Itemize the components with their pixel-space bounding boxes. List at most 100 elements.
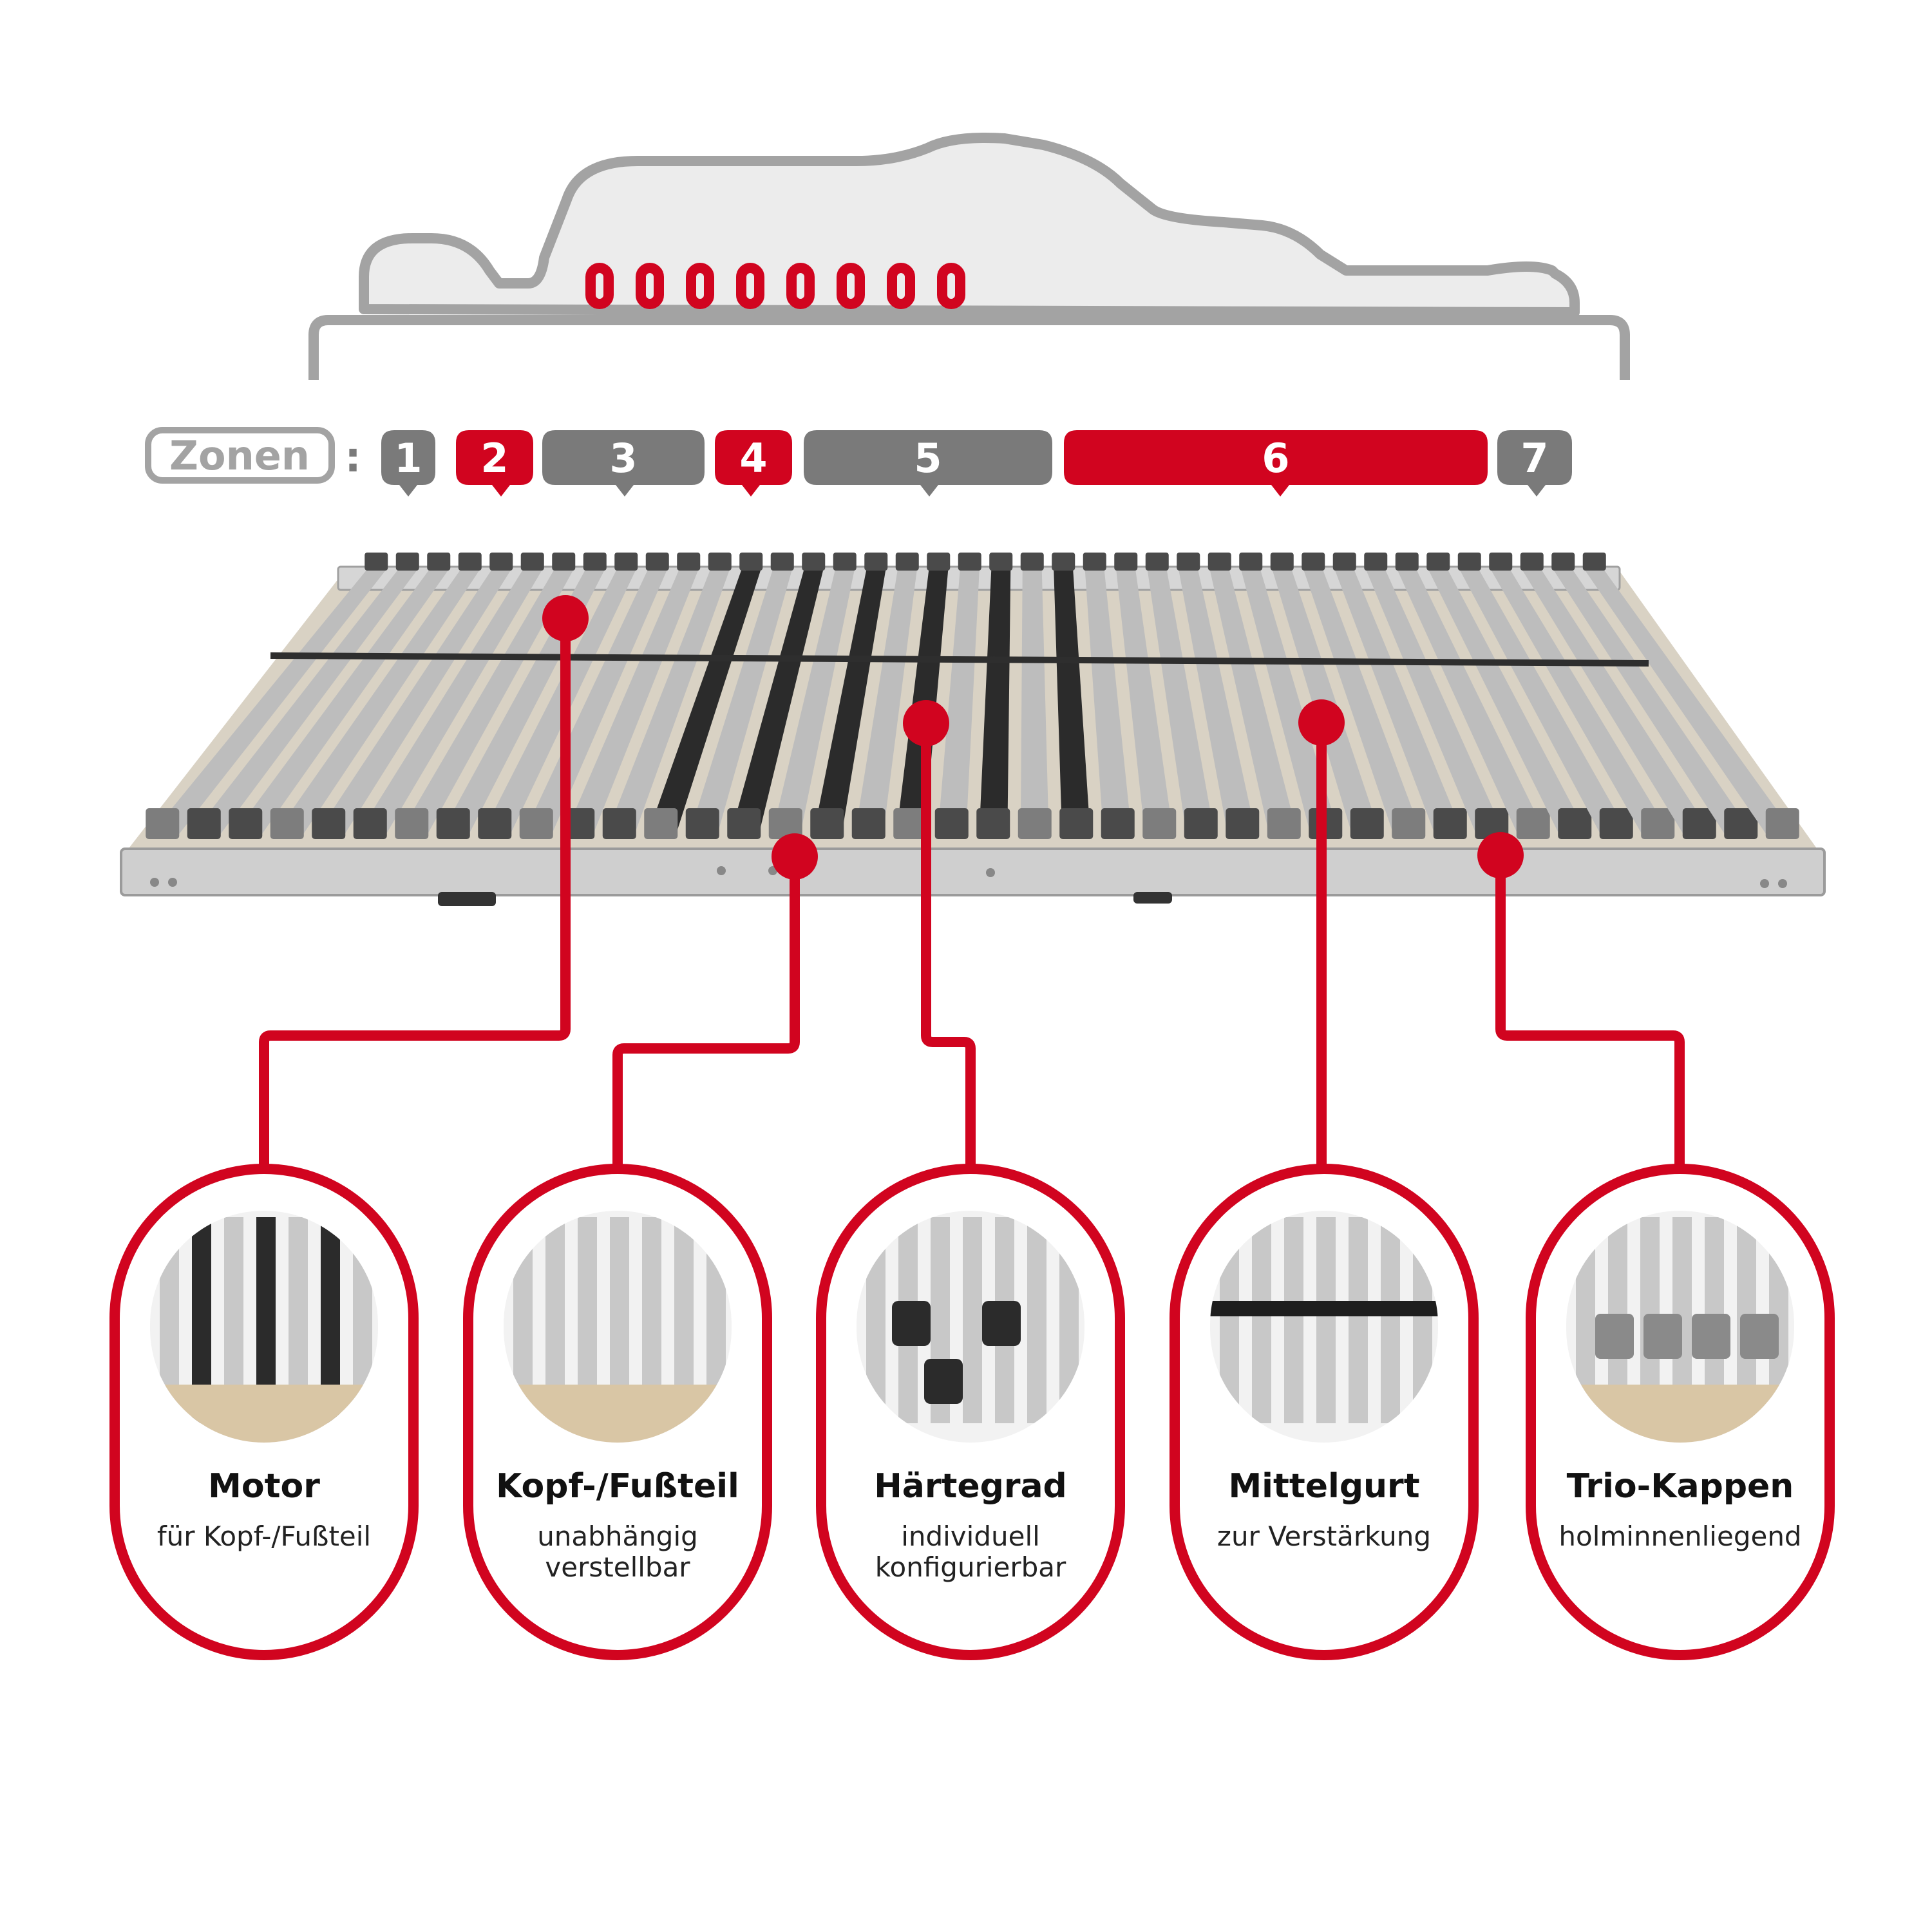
zone-2: 2 (456, 430, 533, 497)
slat (1147, 570, 1215, 837)
zone-7: 7 (1497, 430, 1572, 497)
slat (1116, 570, 1174, 837)
slat-cap-bottom (478, 808, 512, 839)
slat-cap-bottom (353, 808, 387, 839)
body-silhouette-icon (359, 133, 1580, 317)
zone-4-label: 4 (739, 435, 767, 482)
slat-cap-bottom (976, 808, 1010, 839)
slat-cap-top (1145, 553, 1169, 571)
slat-cap-top (1020, 553, 1044, 571)
slat-cap-top (677, 553, 701, 571)
feature-desc-line: verstellbar (545, 1551, 690, 1583)
zone-2-label: 2 (480, 435, 508, 482)
zone-5-tab (804, 430, 1052, 497)
slat-cap-bottom (768, 808, 802, 839)
pressure-marker-icon (736, 263, 764, 309)
feature-desc-line: individuell (901, 1520, 1040, 1552)
callout-lines (259, 618, 1685, 1169)
zone-5-label: 5 (914, 435, 942, 482)
feature-title: Trio-Kappen (1567, 1467, 1794, 1506)
slat-cap-top (1582, 553, 1606, 571)
slat-cap-bottom (893, 808, 927, 839)
slat-cap-top (1332, 553, 1356, 571)
slat-cap-top (365, 553, 388, 571)
slat-cap-bottom (810, 808, 844, 839)
slat (1491, 570, 1672, 837)
slat (1584, 570, 1797, 837)
slat-cap-top (833, 553, 857, 571)
slat-cap-bottom (934, 808, 969, 839)
zone-3-label: 3 (609, 435, 637, 482)
slat-cap-bottom (727, 808, 761, 839)
slat-cap-top (520, 553, 544, 571)
slat-cap-bottom (644, 808, 678, 839)
slat-cap-top (552, 553, 576, 571)
slat (1020, 570, 1049, 837)
slat (647, 570, 761, 837)
center-strap (270, 652, 1649, 667)
zone-1-tab (381, 430, 435, 497)
pressure-marker-icon (585, 263, 614, 309)
slat (272, 570, 480, 837)
slat-cap-bottom (395, 808, 429, 839)
slat-cap-bottom (1059, 808, 1094, 839)
slat-cap-top (1208, 553, 1231, 571)
pressure-marker-icon (786, 263, 815, 309)
slat-cap-bottom (436, 808, 470, 839)
zones-separator: : (345, 434, 361, 482)
feature-desc-line: unabhängig (537, 1520, 698, 1552)
slat-cap-bottom (685, 808, 719, 839)
slat-cap-bottom (1433, 808, 1467, 839)
pressure-markers (585, 263, 965, 309)
zone-1: 1 (381, 430, 435, 497)
slat (605, 570, 730, 837)
callout-line-motor (259, 618, 571, 1169)
slat (355, 570, 542, 837)
slat-cap-bottom (1682, 808, 1716, 839)
slat (813, 570, 886, 837)
slat-cap-bottom (1475, 808, 1509, 839)
slat (688, 570, 792, 837)
slat-cap-bottom (1267, 808, 1301, 839)
slat-cap-bottom (1599, 808, 1633, 839)
pressure-marker-icon (636, 263, 664, 309)
slat-cap-top (458, 553, 482, 571)
slat-cap-top (583, 553, 607, 571)
slat-cap-bottom (1724, 808, 1758, 839)
slat (231, 570, 449, 837)
callout-line-trio-kappen (1495, 855, 1685, 1169)
slat-cap-top (927, 553, 951, 571)
frame-slats (146, 553, 1799, 839)
slat (314, 570, 511, 837)
slat (1366, 570, 1506, 837)
slat-cap-top (1114, 553, 1138, 571)
pressure-marker-icon (837, 263, 865, 309)
slat-cap-bottom (146, 808, 180, 839)
trio-caps-photo (1566, 1211, 1794, 1443)
zone-3-tab (542, 430, 705, 497)
slat-cap-top (645, 553, 669, 571)
slat-cap-top (1302, 553, 1325, 571)
slat (1303, 570, 1423, 837)
slat (771, 570, 855, 837)
slat (1428, 570, 1589, 837)
slat (730, 570, 824, 837)
slat (1397, 570, 1548, 837)
slat (1054, 570, 1091, 837)
callout-line-haertegrad (921, 723, 976, 1169)
callout-dot-mittelgurt (1298, 699, 1345, 746)
slat-cap-top (895, 553, 919, 571)
slat-cap-top (739, 553, 763, 571)
motor-closeup-photo (150, 1211, 378, 1443)
slat-cap-top (489, 553, 513, 571)
slat-cap-top (1364, 553, 1388, 571)
slat-cap-top (1052, 553, 1075, 571)
callout-dot-trio-kappen (1477, 832, 1524, 878)
slat-cap-top (708, 553, 732, 571)
zone-7-tab (1497, 430, 1572, 497)
slat (148, 570, 386, 837)
feature-desc-line: für Kopf-/Fußteil (157, 1520, 371, 1552)
